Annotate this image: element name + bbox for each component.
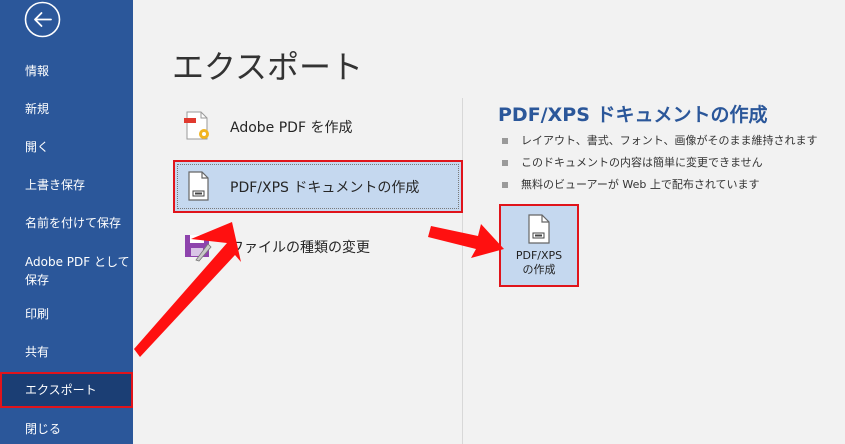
list-item: このドキュメントの内容は簡単に変更できません bbox=[502, 152, 818, 174]
panel-divider bbox=[462, 98, 463, 444]
bullet-square-icon bbox=[502, 138, 508, 144]
sidebar-item-label: Adobe PDF として 保存 bbox=[25, 255, 130, 287]
bullet-text: 無料のビューアーが Web 上で配布されています bbox=[521, 178, 760, 191]
option-label: PDF/XPS ドキュメントの作成 bbox=[230, 179, 420, 196]
adobe-pdf-icon bbox=[184, 111, 209, 140]
sidebar-item-label: 開く bbox=[25, 140, 50, 154]
sidebar-item-label: 名前を付けて保存 bbox=[25, 216, 122, 230]
option-change-file-type[interactable]: ファイルの種類の変更 bbox=[173, 220, 463, 273]
sidebar-item-close[interactable]: 閉じる bbox=[0, 420, 133, 438]
sidebar-item-print[interactable]: 印刷 bbox=[0, 305, 133, 323]
bullet-square-icon bbox=[502, 160, 508, 166]
detail-bullet-list: レイアウト、書式、フォント、画像がそのまま維持されます このドキュメントの内容は… bbox=[502, 130, 818, 196]
page-title: エクスポート bbox=[172, 48, 364, 86]
create-pdf-xps-button-label: PDF/XPS の作成 bbox=[515, 249, 563, 276]
change-file-type-icon bbox=[185, 235, 212, 262]
sidebar-item-label: 閉じる bbox=[25, 422, 62, 436]
sidebar-item-label: 新規 bbox=[25, 102, 50, 116]
bullet-text: レイアウト、書式、フォント、画像がそのまま維持されます bbox=[521, 134, 818, 147]
sidebar-item-export[interactable]: エクスポート bbox=[0, 372, 133, 408]
option-label: ファイルの種類の変更 bbox=[230, 239, 370, 256]
sidebar-item-label: 共有 bbox=[25, 345, 50, 359]
sidebar-item-new[interactable]: 新規 bbox=[0, 100, 133, 118]
sidebar-item-save-as-adobe-pdf[interactable]: Adobe PDF として 保存 bbox=[0, 253, 133, 289]
pdf-xps-document-icon bbox=[528, 214, 550, 244]
bullet-text: このドキュメントの内容は簡単に変更できません bbox=[521, 156, 763, 169]
pdf-xps-document-icon bbox=[188, 171, 209, 201]
sidebar-item-save-as[interactable]: 名前を付けて保存 bbox=[0, 214, 133, 232]
backstage-sidebar: 情報 新規 開く 上書き保存 名前を付けて保存 Adobe PDF として 保存… bbox=[0, 0, 133, 444]
sidebar-item-save[interactable]: 上書き保存 bbox=[0, 176, 133, 194]
sidebar-item-label: エクスポート bbox=[25, 383, 97, 397]
option-create-adobe-pdf[interactable]: Adobe PDF を作成 bbox=[173, 100, 463, 153]
sidebar-item-info[interactable]: 情報 bbox=[0, 62, 133, 80]
create-pdf-xps-button[interactable]: PDF/XPS の作成 bbox=[499, 204, 579, 287]
back-arrow-icon[interactable] bbox=[24, 1, 61, 38]
sidebar-item-open[interactable]: 開く bbox=[0, 138, 133, 156]
list-item: レイアウト、書式、フォント、画像がそのまま維持されます bbox=[502, 130, 818, 152]
list-item: 無料のビューアーが Web 上で配布されています bbox=[502, 174, 818, 196]
detail-title: PDF/XPS ドキュメントの作成 bbox=[498, 104, 768, 126]
sidebar-item-label: 情報 bbox=[25, 64, 50, 78]
option-label: Adobe PDF を作成 bbox=[230, 119, 353, 136]
bullet-square-icon bbox=[502, 182, 508, 188]
sidebar-item-label: 印刷 bbox=[25, 307, 50, 321]
option-create-pdf-xps[interactable]: PDF/XPS ドキュメントの作成 bbox=[173, 160, 463, 213]
sidebar-item-label: 上書き保存 bbox=[25, 178, 86, 192]
sidebar-item-share[interactable]: 共有 bbox=[0, 343, 133, 361]
